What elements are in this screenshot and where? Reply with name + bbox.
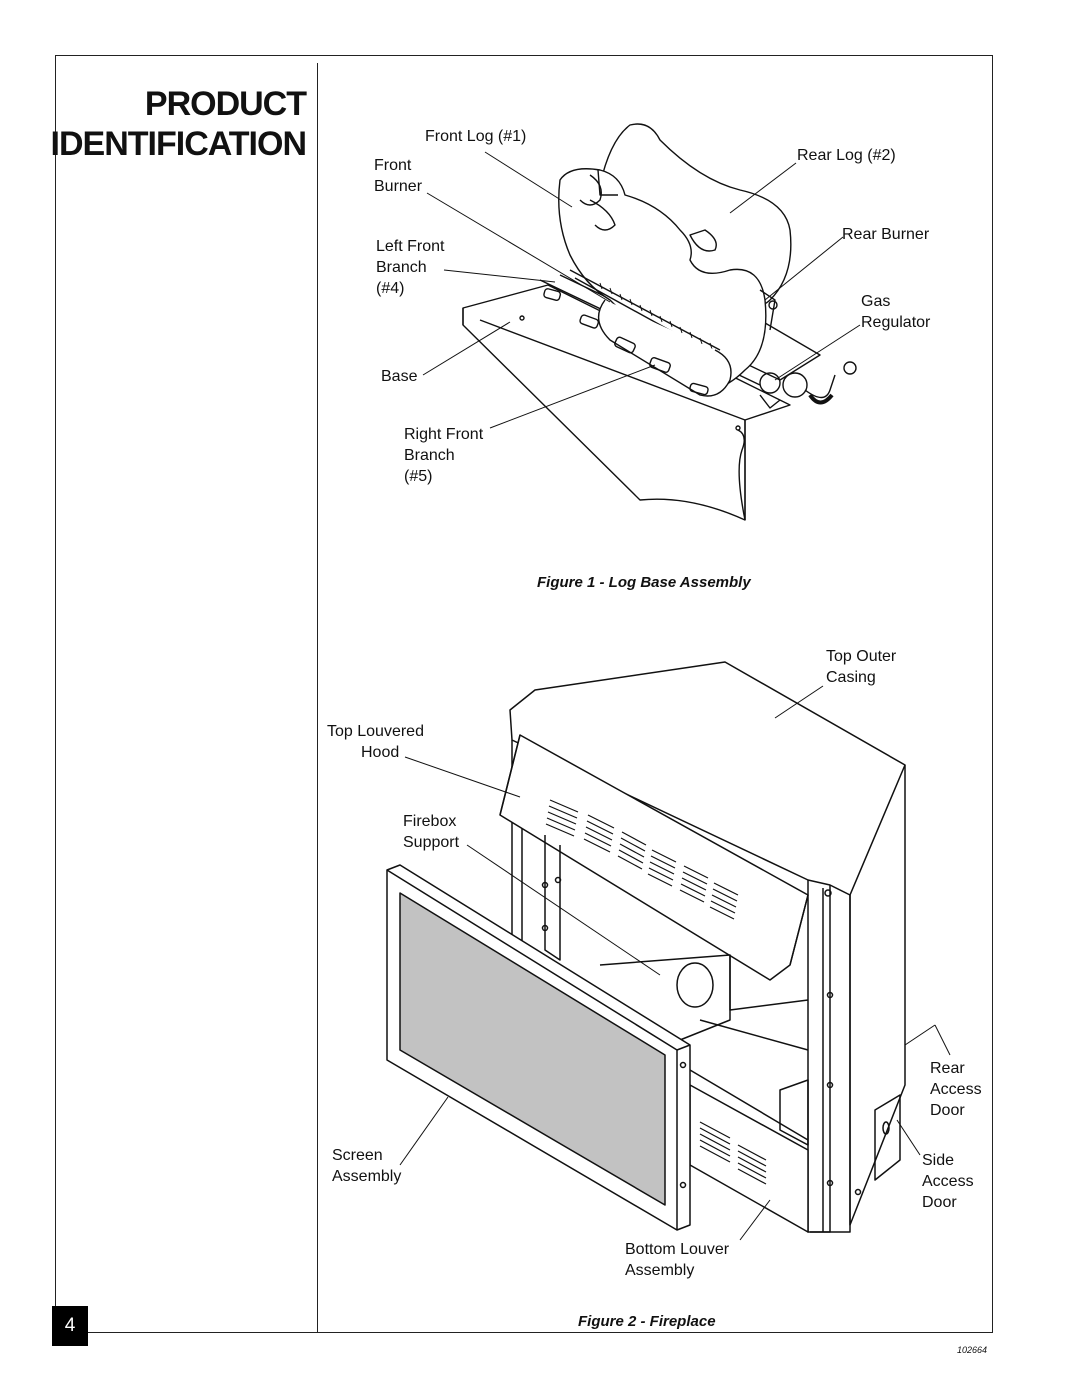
label-left-front-branch-line1: Left Front [376,238,445,255]
label-rear-access-door-line2: Access [930,1081,982,1098]
label-left-front-branch-line3: (#4) [376,280,405,297]
page-frame [55,55,993,1333]
figure1-caption: Figure 1 - Log Base Assembly [537,574,751,591]
label-top-louvered-hood-line2: Hood [361,744,400,761]
label-side-access-door-line3: Door [922,1194,957,1211]
label-front-burner-line2: Burner [374,178,423,195]
label-gas-regulator-line2: Regulator [861,314,931,331]
figure2-caption: Figure 2 - Fireplace [578,1313,716,1330]
page-number: 4 [52,1306,88,1346]
label-firebox-support-line1: Firebox [403,813,457,830]
label-screen-assembly-line1: Screen [332,1147,383,1164]
column-divider [317,63,318,1333]
label-rear-access-door-line3: Door [930,1102,965,1119]
label-right-front-branch-line3: (#5) [404,468,433,485]
label-rear-log: Rear Log (#2) [797,147,896,164]
label-right-front-branch-line1: Right Front [404,426,484,443]
label-rear-access-door-line1: Rear [930,1060,965,1077]
page-title: PRODUCT IDENTIFICATION [50,84,307,164]
label-top-outer-casing-line1: Top Outer [826,648,897,665]
label-front-burner-line1: Front [374,157,412,174]
label-side-access-door-line1: Side [922,1152,955,1169]
label-bottom-louver-assembly-line1: Bottom Louver [625,1241,730,1258]
title-line-2: IDENTIFICATION [50,125,307,163]
label-bottom-louver-assembly-line2: Assembly [625,1262,695,1279]
label-gas-regulator-line1: Gas [861,293,891,310]
label-screen-assembly-line2: Assembly [332,1168,402,1185]
label-top-louvered-hood-line1: Top Louvered [327,723,424,740]
document-number: 102664 [957,1345,988,1355]
label-side-access-door-line2: Access [922,1173,974,1190]
label-firebox-support-line2: Support [403,834,460,851]
title-line-1: PRODUCT [144,85,307,123]
label-right-front-branch-line2: Branch [404,447,455,464]
label-left-front-branch-line2: Branch [376,259,427,276]
label-rear-burner: Rear Burner [842,226,930,243]
label-front-log: Front Log (#1) [425,128,527,145]
label-base: Base [381,368,418,385]
label-top-outer-casing-line2: Casing [826,669,876,686]
